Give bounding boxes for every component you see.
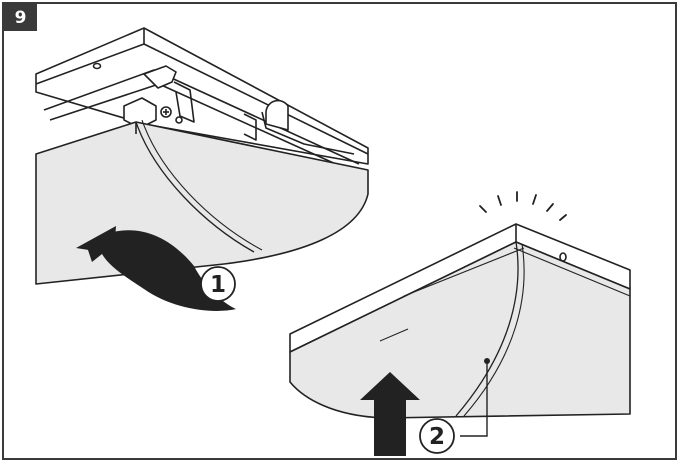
diffuser-panel-lower [289, 241, 631, 419]
mounting-hole-icon [92, 62, 102, 70]
callout-1-label: 1 [210, 272, 226, 298]
assembly-illustration: 1 [35, 27, 631, 456]
release-tab-icon [265, 99, 289, 131]
hinge-clip-icon [143, 65, 177, 89]
callout-1: 1 [200, 266, 236, 302]
push-up-arrow-icon [360, 372, 420, 456]
click-indicator-icon [479, 191, 567, 221]
luminaire-lower [289, 223, 631, 419]
rotate-arrow-icon [86, 230, 236, 311]
step-number-badge: 9 [4, 4, 37, 31]
callout-2-label: 2 [429, 424, 445, 450]
instruction-frame: 9 [2, 2, 677, 460]
callout-2: 2 [419, 358, 490, 454]
